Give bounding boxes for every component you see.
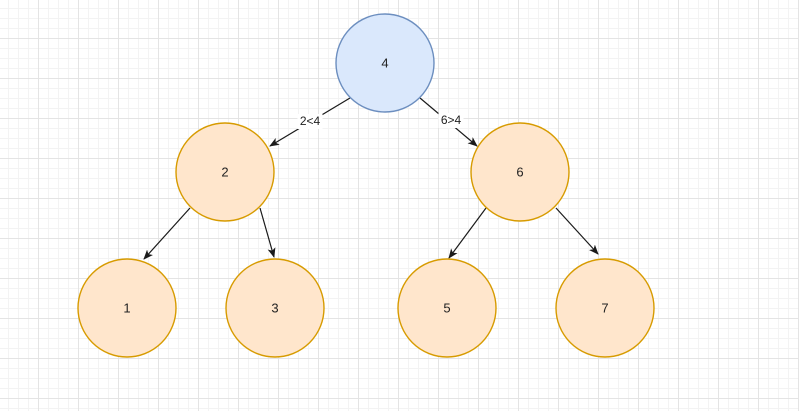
edge-arrow [448, 207, 487, 259]
node-label: 2 [221, 164, 228, 179]
node-label: 3 [271, 300, 278, 315]
node-circle[interactable] [77, 258, 177, 358]
edge-label-background [438, 113, 464, 128]
node-circle[interactable] [555, 258, 655, 358]
edge-label-background [297, 114, 323, 129]
edge-arrow [259, 207, 276, 258]
edge-label: 6>4 [441, 113, 462, 127]
root-node-circle[interactable] [335, 13, 435, 113]
tree-node-7[interactable]: 7 [555, 258, 655, 358]
node-label: 5 [443, 300, 450, 315]
node-circle[interactable] [175, 122, 275, 222]
edge-2-to-3 [259, 207, 276, 258]
edge-arrow [555, 207, 599, 255]
edge-6-to-5 [448, 207, 487, 259]
node-label: 7 [601, 300, 608, 315]
tree-node-5[interactable]: 5 [397, 258, 497, 358]
edge-6-to-7 [555, 207, 599, 255]
edge-2-to-1 [143, 207, 191, 260]
edges-layer: 2<4 6>4 [143, 97, 599, 260]
edge-label: 2<4 [300, 114, 321, 128]
tree-node-6[interactable]: 6 [470, 122, 570, 222]
edge-4-to-6: 6>4 [419, 97, 478, 147]
nodes-layer: 4 2 6 1 3 5 7 [77, 13, 655, 358]
node-label: 4 [381, 55, 388, 70]
node-circle[interactable] [225, 258, 325, 358]
node-circle[interactable] [470, 122, 570, 222]
node-circle[interactable] [397, 258, 497, 358]
edge-arrow [143, 207, 191, 260]
edge-4-to-2: 2<4 [269, 97, 351, 147]
tree-node-2[interactable]: 2 [175, 122, 275, 222]
tree-node-4[interactable]: 4 [335, 13, 435, 113]
tree-node-1[interactable]: 1 [77, 258, 177, 358]
tree-node-3[interactable]: 3 [225, 258, 325, 358]
node-label: 1 [123, 300, 130, 315]
node-label: 6 [516, 164, 523, 179]
